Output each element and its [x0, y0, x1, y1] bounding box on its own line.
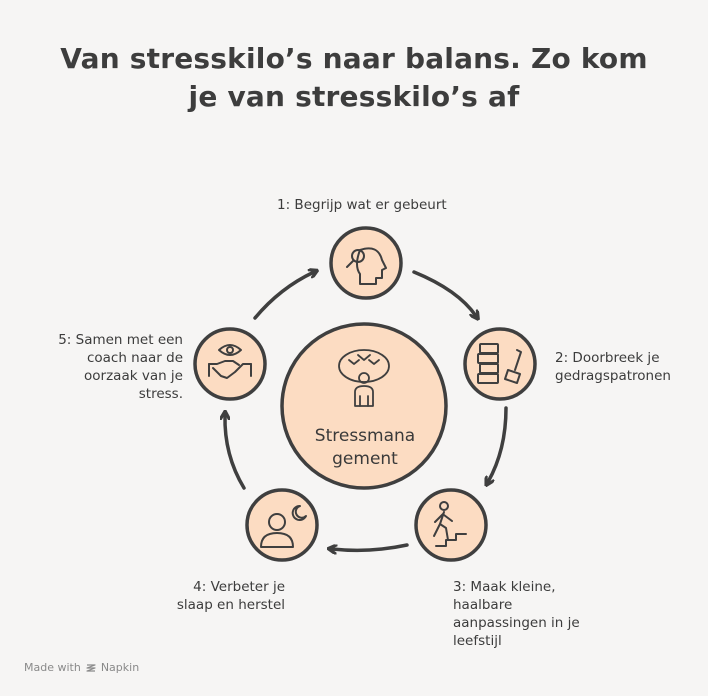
title-line-1: Van stresskilo’s naar balans. Zo kom [60, 42, 648, 75]
arrow-4-to-5 [225, 415, 246, 490]
diagram-title: Van stresskilo’s naar balans. Zo kom je … [0, 40, 708, 116]
napkin-brand-text: Napkin [100, 661, 140, 674]
step-5-label: 5: Samen met een coach naar de oorzaak v… [40, 331, 183, 403]
step-3-label-line-1: 3: Maak kleine, [453, 579, 556, 595]
napkin-logo-icon [86, 663, 96, 672]
step-5-label-line-4: stress. [138, 386, 183, 402]
arrow-5-to-1 [253, 272, 314, 320]
step-2-node [463, 327, 537, 401]
step-4-label: 4: Verbeter je slaap en herstel [160, 578, 285, 614]
step-4-label-line-1: 4: Verbeter je [193, 579, 285, 595]
step-2-label: 2: Doorbreek je gedragspatronen [555, 349, 671, 385]
stairs-climb-icon [433, 501, 467, 547]
bricks-hammer-icon [477, 343, 522, 384]
center-label-line-1: Stressmana [314, 426, 416, 446]
arrow-1-to-2 [412, 270, 476, 316]
center-node [280, 322, 448, 490]
cycle-arrows [225, 270, 508, 550]
step-2-label-line-1: 2: Doorbreek je [555, 350, 660, 366]
step-3-label-line-4: leefstijl [453, 633, 502, 649]
person-moon-icon [260, 504, 307, 548]
step-5-label-line-1: 5: Samen met een [58, 332, 183, 348]
step-3-node [414, 488, 488, 562]
step-1-label: 1: Begrijp wat er gebeurt [277, 196, 447, 214]
step-1-label-line-1: 1: Begrijp wat er gebeurt [277, 197, 447, 213]
head-search-icon [346, 247, 387, 285]
center-label: Stressmana gement [290, 425, 440, 471]
stressed-person-icon [338, 349, 390, 407]
step-1-node [329, 226, 403, 300]
made-with-text: Made with [24, 661, 81, 674]
step-5-label-line-2: coach naar de [86, 350, 183, 366]
step-4-label-line-2: slaap en herstel [176, 597, 285, 613]
arrow-2-to-3 [488, 406, 508, 482]
step-3-label-line-2: haalbare [453, 597, 513, 613]
step-5-node [193, 327, 267, 401]
step-2-label-line-2: gedragspatronen [555, 368, 671, 384]
arrow-3-to-4 [332, 543, 409, 550]
step-5-label-line-3: oorzaak van je [84, 368, 183, 384]
made-with-footer: Made with Napkin [24, 661, 139, 674]
step-3-label: 3: Maak kleine, haalbare aanpassingen in… [453, 578, 580, 650]
step-4-node [245, 488, 319, 562]
eye-handshake-icon [208, 344, 252, 379]
title-line-2: je van stresskilo’s af [188, 80, 520, 113]
center-label-line-2: gement [332, 449, 398, 469]
step-3-label-line-3: aanpassingen in je [453, 615, 580, 631]
